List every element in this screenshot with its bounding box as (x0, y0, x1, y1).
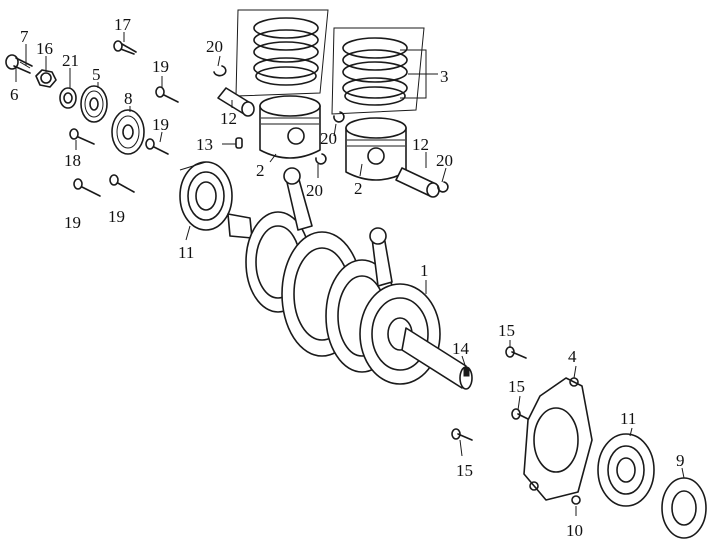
callout-18: 18 (64, 151, 81, 170)
callout-21: 21 (62, 51, 79, 70)
bolt-15-lower (451, 428, 473, 441)
callout-labels: 7 6 16 21 5 8 17 19 19 18 19 19 20 12 13… (10, 15, 685, 540)
callout-11-left: 11 (178, 243, 194, 262)
connecting-rods (283, 167, 393, 287)
callout-7: 7 (20, 27, 29, 46)
gear-5 (80, 85, 108, 123)
callout-19-mid: 19 (152, 115, 169, 134)
bearing-left (179, 161, 233, 231)
callout-8: 8 (124, 89, 133, 108)
callout-9: 9 (676, 451, 685, 470)
callout-15-bottom: 15 (456, 461, 473, 480)
callout-3: 3 (440, 67, 449, 86)
callout-20-right: 20 (436, 151, 453, 170)
gear-8 (111, 109, 145, 155)
callout-19-left: 19 (64, 213, 81, 232)
oil-seal (661, 477, 707, 539)
callout-20-mid: 20 (306, 181, 323, 200)
callout-15-mid: 15 (508, 377, 525, 396)
callout-14: 14 (452, 339, 470, 358)
bearing-right (597, 433, 655, 507)
callout-20-center: 20 (320, 129, 337, 148)
piston-ring-set-right (331, 27, 438, 115)
callout-11-right: 11 (620, 409, 636, 428)
pin-10 (571, 495, 581, 505)
crankshaft (227, 211, 473, 390)
bolts-17-18-19 (69, 40, 179, 197)
bolt-6-7 (5, 54, 33, 74)
key-14 (463, 367, 470, 377)
callout-6: 6 (10, 85, 19, 104)
piston-right (345, 117, 407, 181)
callout-12-right: 12 (412, 135, 429, 154)
washer-21 (59, 87, 77, 109)
callout-2-left: 2 (256, 161, 265, 180)
callout-12-left: 12 (220, 109, 237, 128)
bearing-holder-plate (523, 377, 593, 501)
piston-pin-right (395, 167, 440, 198)
callout-1: 1 (420, 261, 429, 280)
circlips (213, 65, 449, 193)
nut-16 (35, 69, 57, 88)
callout-20-top: 20 (206, 37, 223, 56)
leader-lines (15, 32, 685, 516)
piston-ring-set-left (235, 9, 329, 97)
callout-19-right: 19 (108, 207, 125, 226)
callout-13: 13 (196, 135, 213, 154)
callout-17: 17 (114, 15, 132, 34)
bolt-15-upper (505, 346, 527, 359)
callout-2-right: 2 (354, 179, 363, 198)
bolt-15-middle (511, 408, 531, 421)
piston-left (259, 95, 321, 159)
piston-pin-left (217, 87, 255, 117)
callout-16: 16 (36, 39, 53, 58)
key-13 (235, 137, 243, 149)
callout-5: 5 (92, 65, 101, 84)
callout-19-top: 19 (152, 57, 169, 76)
callout-15-top: 15 (498, 321, 515, 340)
callout-4: 4 (568, 347, 577, 366)
callout-10: 10 (566, 521, 583, 540)
